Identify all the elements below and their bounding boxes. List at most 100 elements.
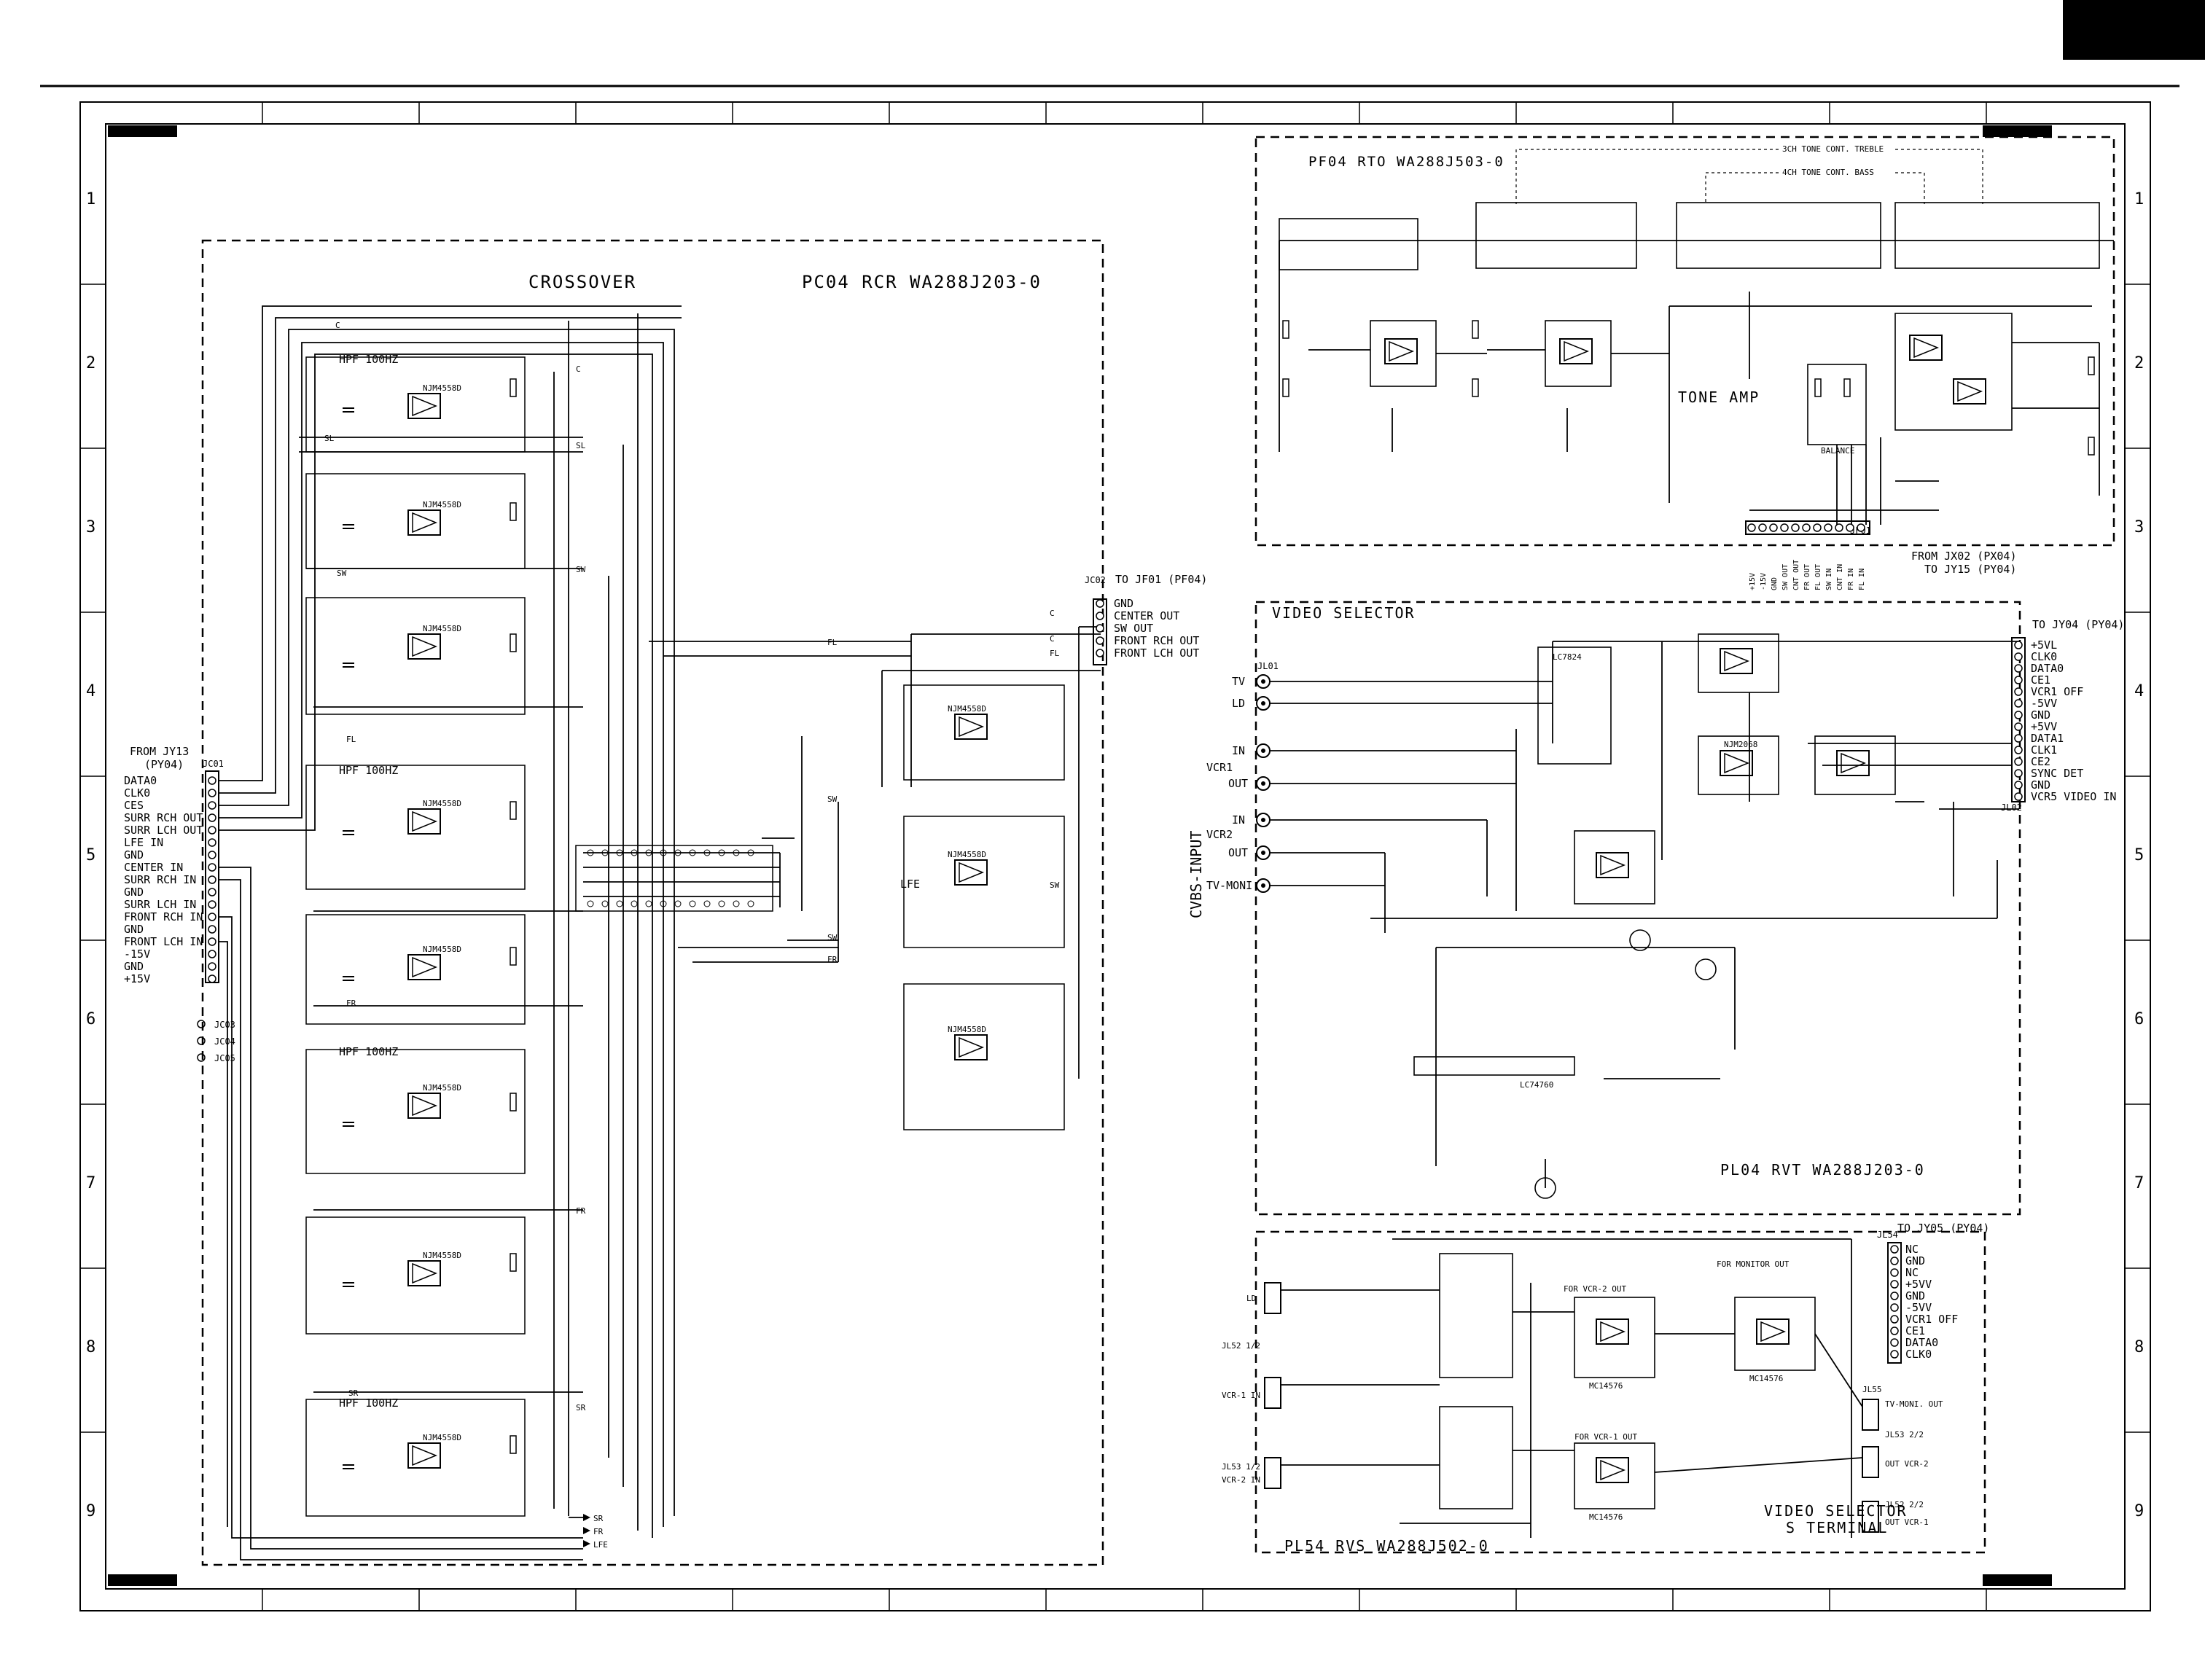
row-number: 9 xyxy=(86,1502,95,1520)
osd-ic-part: LC74760 xyxy=(1520,1080,1553,1090)
video-board-outline xyxy=(1254,601,2021,1216)
svideo-board-id: PL54 RVS WA288J502-0 xyxy=(1284,1537,1489,1555)
jack-label: JL55 xyxy=(1862,1385,1882,1394)
jl02-connector xyxy=(2011,637,2026,802)
signal-label: SR xyxy=(576,1403,586,1413)
opamp-part: NJM4558D xyxy=(423,1251,461,1260)
hpf-label: HPF 100HZ xyxy=(339,764,398,777)
jc01-pin-labels: DATA0 CLK0 CES SURR RCH OUT SURR LCH OUT… xyxy=(124,774,203,985)
tone-section: PF04 RTO WA288J503-0 3CH TONE CONT. TREB… xyxy=(1254,136,2115,590)
output-label: FR xyxy=(593,1527,604,1536)
jc02-pins: GND CENTER OUT SW OUT FRONT RCH OUT FRON… xyxy=(1096,597,1199,660)
connector-pin: DATA1 xyxy=(2031,732,2064,745)
connector-pin: CNT OUT xyxy=(1792,560,1800,590)
connector-pin: VCR1 OFF xyxy=(2031,685,2083,698)
opamp-part: NJM4558D xyxy=(948,1025,986,1034)
filter-ic-block xyxy=(575,845,773,912)
jc02-connector xyxy=(1093,598,1107,665)
jack-label: OUT xyxy=(1228,846,1248,859)
connector-pin: CNT IN xyxy=(1836,564,1844,590)
connector-pin: DATA0 xyxy=(124,774,157,787)
connector-pin: GND xyxy=(2031,778,2050,792)
for-label: FOR VCR-2 OUT xyxy=(1564,1284,1626,1294)
row-number: 6 xyxy=(86,1010,95,1028)
connector-pin: GND xyxy=(1905,1289,1925,1302)
connector-pin: FRONT RCH IN xyxy=(124,910,203,923)
connector-pin: CES xyxy=(124,799,144,812)
connector-pin: CLK0 xyxy=(1905,1348,1932,1361)
opamp-part: NJM4558D xyxy=(423,799,461,808)
jack-label: TV-MONI. OUT xyxy=(1885,1399,1943,1409)
connector-pin: CE2 xyxy=(2031,755,2050,768)
cvbs-label: CVBS-INPUT xyxy=(1187,831,1205,918)
connector-pin: DATA0 xyxy=(2031,662,2064,675)
tone-to-label: TO JY15 (PY04) xyxy=(1924,563,2016,576)
jack-id: JC04 xyxy=(214,1036,235,1047)
connector-pin: CENTER IN xyxy=(124,861,183,874)
hpf-label: HPF 100HZ xyxy=(339,1045,398,1058)
connector-pin: +5VV xyxy=(1905,1278,1932,1291)
tone-board-id: PF04 RTO WA288J503-0 xyxy=(1308,154,1505,170)
opamp-part: NJM4558D xyxy=(948,850,986,859)
jl01-jacks: TV LD IN VCR1 OUT IN VCR2 OUT TV-MONI xyxy=(1206,674,1271,893)
opamp-part: NJM4558D xyxy=(423,1083,461,1093)
svideo-right-jacks: JL55 TV-MONI. OUT JL53 2/2 OUT VCR-2 JL5… xyxy=(1862,1385,1943,1533)
connector-pin: CLK1 xyxy=(2031,743,2057,757)
row-number: 8 xyxy=(2134,1338,2144,1356)
crossover-section: CROSSOVER PC04 RCR WA288J203-0 FROM JY13… xyxy=(124,239,1207,1566)
row-numbers-left: 1 2 3 4 5 6 7 8 9 xyxy=(86,190,95,1520)
jack-label: OUT xyxy=(1228,777,1248,790)
crossover-from-label: FROM JY13 xyxy=(130,745,189,758)
tone-dashed-links xyxy=(1515,149,1983,204)
jack-label: TV-MONI xyxy=(1206,879,1252,892)
connector-pin: SURR LCH OUT xyxy=(124,824,203,837)
selector-ic-part: LC7824 xyxy=(1553,652,1582,662)
signal-label: SL xyxy=(324,434,335,443)
connector-pin: CE1 xyxy=(1905,1324,1925,1337)
connector-pin: -15V xyxy=(1760,573,1768,590)
connector-pin: DATA0 xyxy=(1905,1336,1938,1349)
jack-id: JC03 xyxy=(214,1020,235,1030)
treble-label: 3CH TONE CONT. TREBLE xyxy=(1782,144,1884,154)
row-number: 1 xyxy=(86,190,95,208)
row-number: 1 xyxy=(2134,190,2144,208)
jack-id: JL01 xyxy=(1257,661,1279,671)
lfe-label: LFE xyxy=(900,878,920,891)
row-number: 5 xyxy=(2134,846,2144,864)
tone-amp-label: TONE AMP xyxy=(1678,388,1760,406)
balance-label: BALANCE xyxy=(1821,446,1854,456)
signal-label: SW xyxy=(337,569,347,578)
extra-jacks: JC03 JC04 JC05 xyxy=(197,1020,235,1063)
connector-pin: +15V xyxy=(124,972,150,985)
jl02-pins: +5VL CLK0 DATA0 CE1 VCR1 OFF -5VV GND +5… xyxy=(2014,638,2116,803)
signal-label: C xyxy=(1050,634,1055,644)
drawing-frame xyxy=(79,101,2151,1611)
signal-label: FR xyxy=(576,1206,586,1216)
row-number: 2 xyxy=(2134,354,2144,372)
signal-label: FL xyxy=(346,735,356,744)
output-label: SR xyxy=(593,1514,604,1523)
opamp-part: NJM4558D xyxy=(423,945,461,954)
hpf-label: HPF 100HZ xyxy=(339,353,398,366)
video-transistors xyxy=(1534,929,1717,1199)
jack-label: JL53 1/2 xyxy=(1222,1462,1260,1472)
signal-label: C xyxy=(335,321,340,330)
svideo-to-label: TO JY05 (PY04) xyxy=(1897,1222,1989,1235)
row-number: 3 xyxy=(86,518,95,536)
connector-id: JL54 xyxy=(1877,1230,1898,1240)
row-numbers-right: 1 2 3 4 5 6 7 8 9 xyxy=(2134,190,2144,1520)
opamp-part: NJM4558D xyxy=(948,704,986,714)
opamp-part: NJM4558D xyxy=(423,1433,461,1442)
video-board-id: PL04 RVT WA288J203-0 xyxy=(1720,1161,1925,1179)
svideo-wiring xyxy=(1281,1238,1863,1538)
jack-label: VCR1 xyxy=(1206,761,1233,774)
crossover-title: CROSSOVER xyxy=(528,272,636,292)
signal-label: FL xyxy=(827,638,838,647)
jf01-pin-labels: +15V -15V GND SW OUT CNT OUT FR OUT FL O… xyxy=(1749,560,1866,590)
connector-pin: SURR RCH OUT xyxy=(124,811,203,824)
opamp-part: NJM4558D xyxy=(423,383,461,393)
svideo-section: VIDEO SELECTOR S TERMINAL PL54 RVS WA288… xyxy=(1222,1222,1989,1555)
connector-pin: CENTER OUT xyxy=(1114,609,1179,622)
filter-ic-pins xyxy=(587,849,754,907)
connector-pin: +5VV xyxy=(2031,720,2057,733)
